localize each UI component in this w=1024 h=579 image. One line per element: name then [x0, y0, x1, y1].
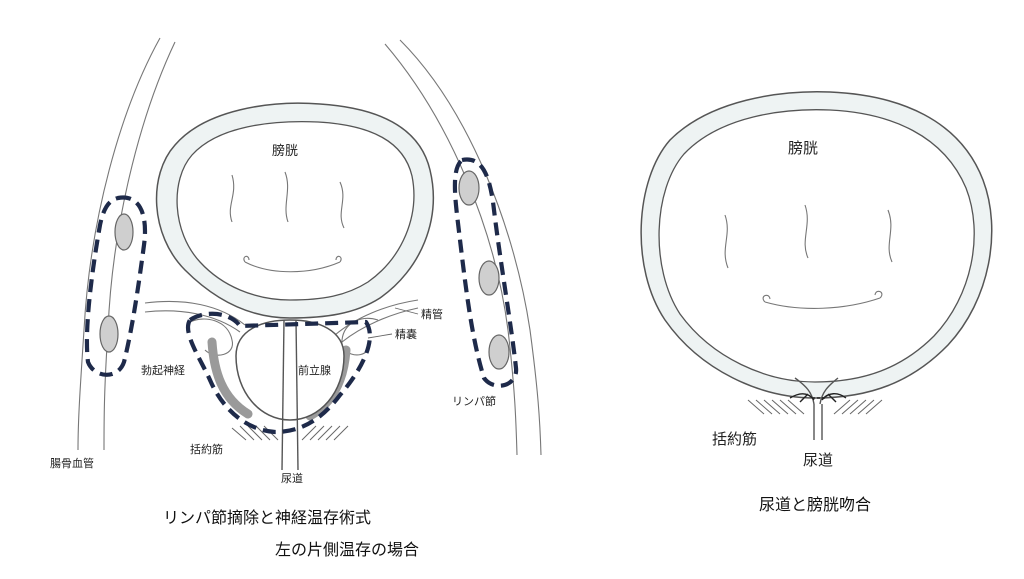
bladder-fold: [229, 174, 235, 223]
bladder-fold-right: [804, 204, 809, 259]
caption-left-line2: 左の片側温存の場合: [275, 540, 419, 559]
pelvic-wall-right-outer: [399, 39, 542, 456]
sphincter-hatching-right: [301, 425, 349, 441]
vas-deferens-right-2: [341, 307, 419, 343]
ureter-orifice: [335, 255, 342, 263]
label-bladder-left: 膀胱: [272, 143, 298, 159]
dashed-outline-prostate: [186, 311, 372, 435]
pelvic-wall-left-outer: [77, 37, 161, 451]
label-vas-deferens: 精管: [421, 307, 443, 321]
anastomosis-sutures: [789, 393, 847, 403]
leader-vas-deferens: [394, 307, 419, 315]
bladder-inner-right: [658, 109, 975, 383]
label-sphincter-left: 括約筋: [190, 442, 223, 456]
label-seminal-vesicle: 精嚢: [395, 327, 417, 341]
label-iliac-vessels: 腸骨血管: [50, 456, 94, 470]
erectile-nerve-left: [207, 337, 253, 419]
vas-deferens-left: [144, 300, 246, 326]
pelvic-wall-right-inner: [384, 43, 518, 456]
label-lymph-node: リンパ節: [452, 394, 496, 408]
label-erectile-nerve: 勃起神経: [141, 363, 185, 377]
lymph-node-1: [458, 170, 480, 206]
bladder-neck-right: [819, 377, 839, 405]
sphincter-hatching-right-left: [747, 399, 805, 415]
vas-deferens-right: [334, 299, 419, 336]
label-urethra-right: 尿道: [803, 451, 833, 469]
label-bladder-right: 膀胱: [788, 139, 818, 157]
label-prostate: 前立腺: [298, 363, 331, 377]
vas-deferens-left-2: [144, 310, 241, 333]
dashed-outline-lymph: [452, 157, 519, 388]
bladder-fold-right: [724, 214, 729, 269]
bladder-inner: [176, 121, 415, 301]
bladder-fold-right: [764, 297, 881, 309]
lymph-node-2: [478, 260, 500, 296]
bladder-fold: [244, 261, 341, 273]
label-sphincter-right: 括約筋: [712, 430, 757, 448]
iliac-vessel-upper: [114, 213, 134, 251]
caption-right: 尿道と膀胱吻合: [759, 495, 871, 514]
lymph-node-3: [488, 334, 510, 370]
dashed-outline-iliac: [84, 195, 147, 377]
urethra-right-line: [295, 319, 299, 471]
pelvic-wall-left-inner: [103, 41, 176, 451]
ureter-orifice-right: [762, 294, 771, 303]
bladder-fold-right: [887, 209, 893, 263]
iliac-vessel-lower: [99, 315, 119, 353]
seminal-vesicle-right: [341, 317, 379, 356]
bladder-fold: [339, 181, 345, 229]
bladder-neck-left: [794, 377, 815, 405]
leader-seminal-vesicle: [367, 333, 393, 339]
urethra-left-line: [281, 319, 285, 471]
right-figure: 膀胱 括約筋 尿道 尿道と膀胱吻合: [640, 91, 993, 514]
prostate: [235, 319, 345, 421]
caption-left-line1: リンパ節摘除と神経温存術式: [163, 508, 371, 527]
sphincter-hatching-right-right: [833, 399, 883, 415]
left-figure: 膀胱 精管 精嚢 勃起神経 前立腺 リンパ節 括約筋 腸骨血管 尿道 リンパ節摘…: [50, 37, 542, 559]
bladder-fold: [284, 171, 289, 223]
label-urethra-left: 尿道: [281, 471, 303, 485]
ureter-orifice: [243, 255, 250, 263]
ureter-orifice-right: [874, 290, 883, 299]
